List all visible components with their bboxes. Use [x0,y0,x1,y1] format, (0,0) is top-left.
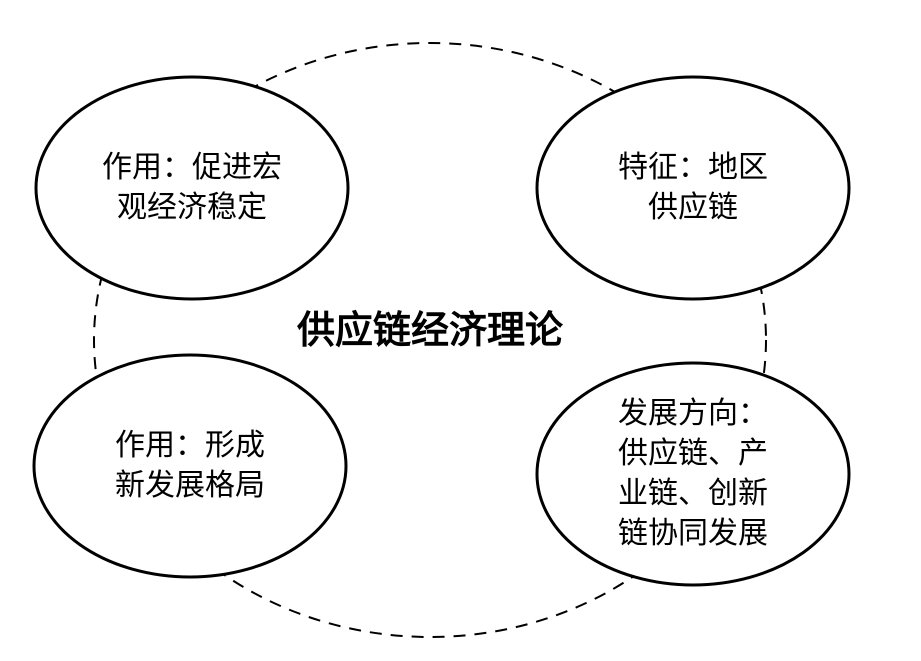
node-label-bottom-right: 发展方向： 供应链、产 业链、创新 链协同发展 [618,396,768,551]
node-label-bottom-left: 作用：形成 新发展格局 [115,428,265,503]
node-ellipse-bottom-left [32,353,348,579]
node-label-top-right: 特征：地区 供应链 [618,150,768,225]
node-ellipse-top-left [34,75,350,301]
node-ellipse-top-right [535,75,851,301]
node-ellipse-bottom-right [535,361,851,587]
center-title: 供应链经济理论 [296,308,563,352]
node-label-top-left: 作用：促进宏 观经济稳定 [102,150,282,225]
outer-dashed-circle [93,42,767,638]
